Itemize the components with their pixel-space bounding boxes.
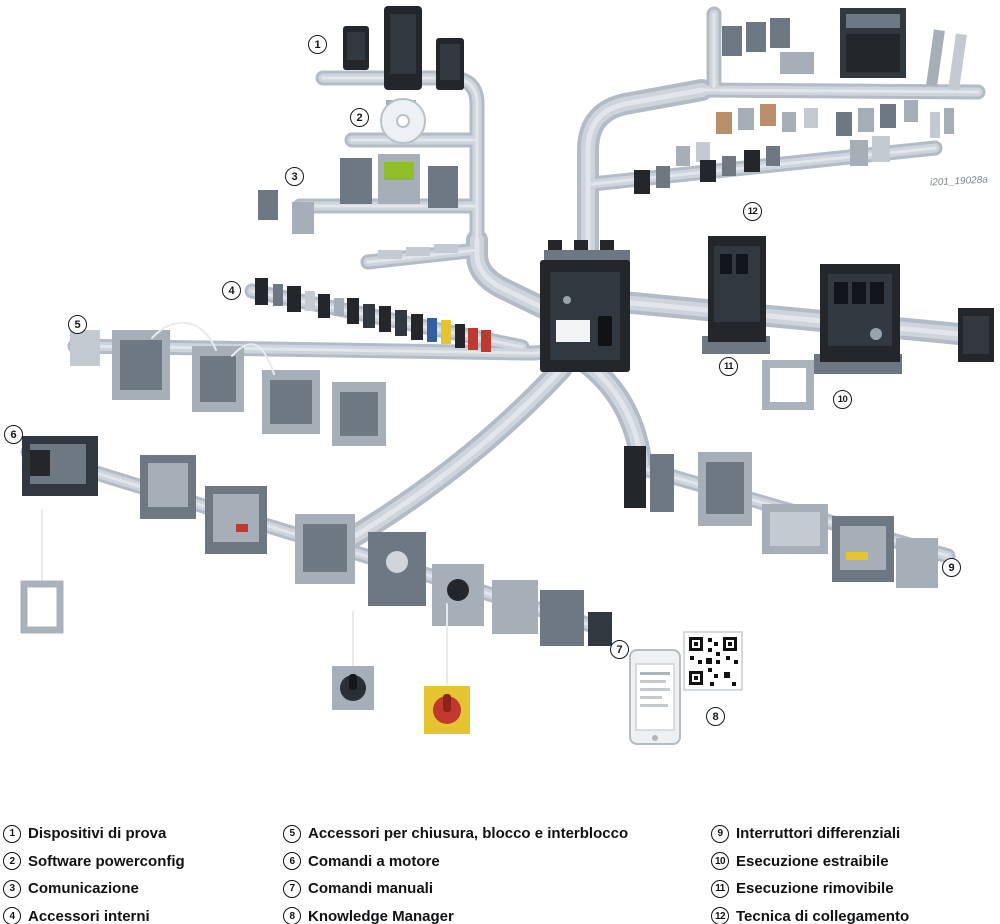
legend-number: 8 xyxy=(283,907,301,924)
legend-item-7: 7 Comandi manuali xyxy=(283,879,628,898)
legend: 1 Dispositivi di prova 2 Software powerc… xyxy=(0,824,1000,924)
legend-item-8: 8 Knowledge Manager xyxy=(283,907,628,924)
legend-item-9: 9 Interruttori differenziali xyxy=(711,824,909,843)
legend-number: 7 xyxy=(283,879,301,898)
legend-column-2: 5 Accessori per chiusura, blocco e inter… xyxy=(283,824,628,924)
knowledge-manager-phone xyxy=(629,649,681,745)
callout-11: 11 xyxy=(719,357,738,376)
rotary-handle-black xyxy=(332,611,374,710)
legend-label: Comandi a motore xyxy=(308,852,440,870)
legend-item-2: 2 Software powerconfig xyxy=(3,852,185,871)
legend-number: 3 xyxy=(3,879,21,898)
legend-item-5: 5 Accessori per chiusura, blocco e inter… xyxy=(283,824,628,843)
legend-number: 4 xyxy=(3,907,21,924)
plugin-unit xyxy=(702,236,770,354)
legend-item-1: 1 Dispositivi di prova xyxy=(3,824,185,843)
top-right-accessories xyxy=(722,8,967,91)
callout-1: 1 xyxy=(308,35,327,54)
legend-label: Knowledge Manager xyxy=(308,907,454,924)
legend-number: 12 xyxy=(711,907,729,924)
main-breaker xyxy=(540,240,630,372)
mounting-trays xyxy=(378,244,458,259)
callout-8: 8 xyxy=(706,707,725,726)
callout-7: 7 xyxy=(610,640,629,659)
legend-number: 2 xyxy=(3,852,21,870)
legend-item-12: 12 Tecnica di collegamento xyxy=(711,907,909,924)
callout-4: 4 xyxy=(222,281,241,300)
callout-9: 9 xyxy=(942,558,961,577)
legend-number: 10 xyxy=(711,852,729,870)
callout-10: 10 xyxy=(833,390,852,409)
legend-label: Accessori per chiusura, blocco e interbl… xyxy=(308,825,629,842)
legend-label: Esecuzione rimovibile xyxy=(736,880,894,897)
legend-number: 5 xyxy=(283,824,301,843)
legend-number: 6 xyxy=(283,852,301,870)
legend-number: 1 xyxy=(3,824,21,843)
legend-column-3: 9 Interruttori differenziali 10 Esecuzio… xyxy=(711,824,909,924)
communication-modules xyxy=(258,154,458,234)
powerconfig-disc xyxy=(380,98,426,144)
manual-operators-row xyxy=(295,514,612,646)
motor-operators-row xyxy=(20,436,267,634)
legend-item-4: 4 Accessori interni xyxy=(3,907,185,924)
legend-number: 9 xyxy=(711,824,729,843)
internal-accessories-row xyxy=(255,278,491,352)
withdrawable-unit xyxy=(762,264,902,410)
callout-5: 5 xyxy=(68,315,87,334)
legend-column-1: 1 Dispositivi di prova 2 Software powerc… xyxy=(3,824,185,924)
legend-label: Dispositivi di prova xyxy=(28,825,167,842)
legend-item-6: 6 Comandi a motore xyxy=(283,852,628,871)
end-terminal-block xyxy=(958,308,994,362)
callout-2: 2 xyxy=(350,108,369,127)
legend-label: Comandi manuali xyxy=(308,880,434,897)
callout-12: 12 xyxy=(743,202,762,221)
legend-label: Comunicazione xyxy=(28,880,139,897)
legend-label: Tecnica di collegamento xyxy=(736,907,910,924)
legend-item-11: 11 Esecuzione rimovibile xyxy=(711,879,909,898)
connection-parts xyxy=(634,100,954,194)
legend-label: Software powerconfig xyxy=(28,852,185,870)
legend-number: 11 xyxy=(711,879,729,898)
legend-item-10: 10 Esecuzione estraibile xyxy=(711,852,909,871)
test-devices xyxy=(343,6,464,90)
callout-3: 3 xyxy=(285,167,304,186)
legend-label: Esecuzione estraibile xyxy=(736,852,889,870)
rcd-row xyxy=(624,446,938,588)
qr-code xyxy=(683,631,743,691)
legend-label: Interruttori differenziali xyxy=(736,825,901,842)
locking-accessories-row xyxy=(70,321,386,446)
callout-6: 6 xyxy=(4,425,23,444)
legend-item-3: 3 Comunicazione xyxy=(3,879,185,898)
isometric-diagram xyxy=(20,6,994,745)
legend-label: Accessori interni xyxy=(28,907,150,924)
rotary-handle-emergency xyxy=(424,603,470,734)
